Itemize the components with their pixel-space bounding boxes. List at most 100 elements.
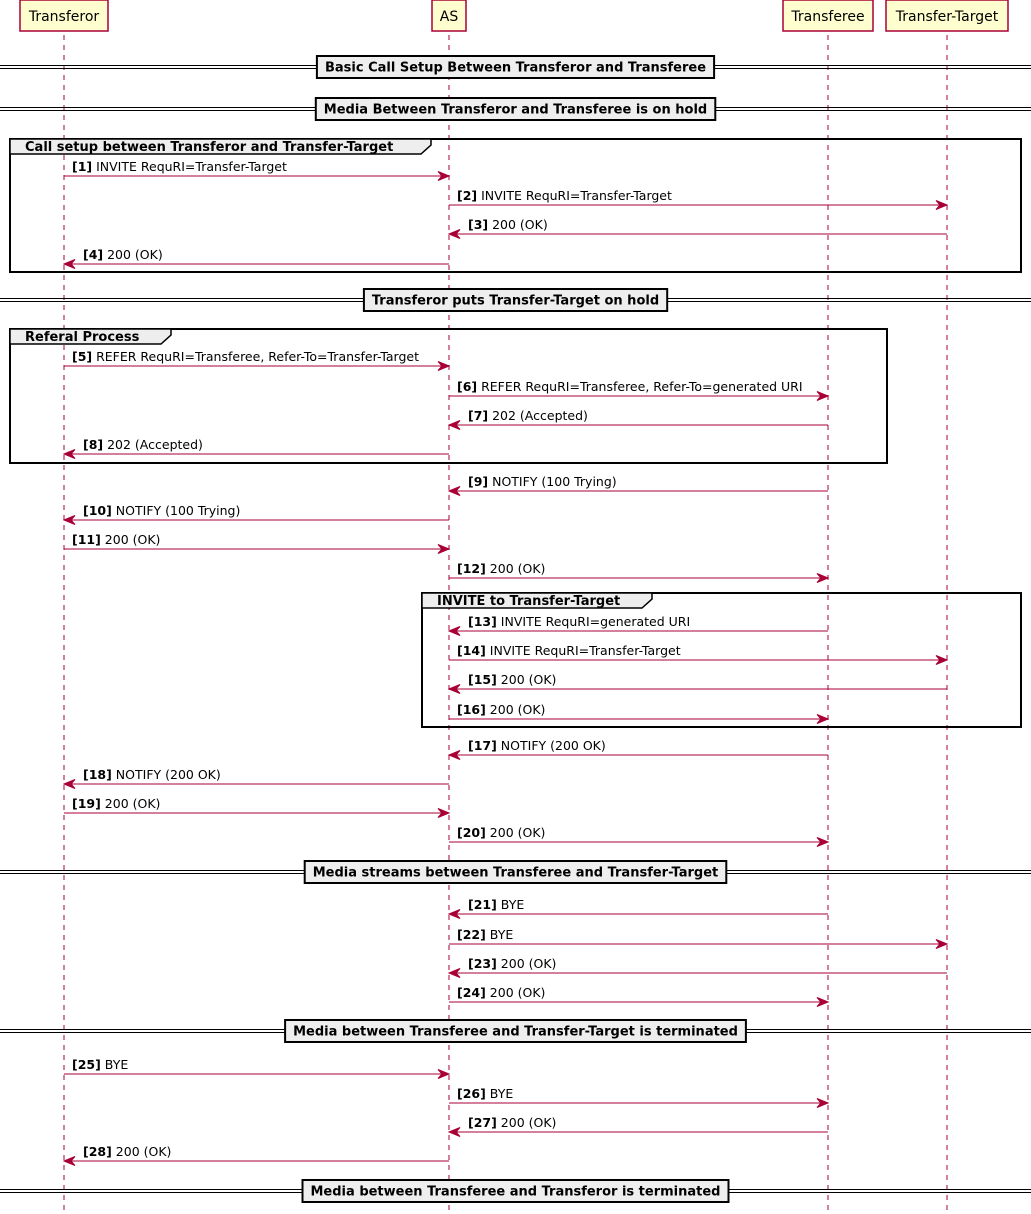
message-text: 200 (OK)	[486, 985, 546, 1000]
arrow-head	[62, 449, 76, 459]
participant-target: Transfer-Target	[885, 0, 1009, 32]
message-number: [6]	[457, 379, 477, 394]
message-label: [11] 200 (OK)	[72, 532, 160, 547]
participant-box	[782, 0, 874, 32]
message-arrow: [4] 200 (OK)	[62, 247, 449, 269]
arrow-head	[62, 779, 76, 789]
group-tab	[9, 328, 172, 345]
arrow-head	[447, 420, 461, 430]
message-number: [1]	[72, 159, 92, 174]
divider-box	[362, 288, 669, 312]
message-label: [19] 200 (OK)	[72, 796, 160, 811]
message-number: [15]	[468, 672, 497, 687]
message-label: [26] BYE	[457, 1086, 513, 1101]
message-number: [18]	[83, 767, 112, 782]
message-label: [10] NOTIFY (100 Trying)	[83, 503, 240, 518]
divider-box	[315, 55, 716, 79]
group-label: INVITE to Transfer-Target	[437, 594, 620, 609]
divider-label: Media Between Transferor and Transferee …	[324, 103, 707, 118]
message-label: [23] 200 (OK)	[468, 956, 556, 971]
message-number: [14]	[457, 643, 486, 658]
arrow-head	[447, 486, 461, 496]
message-number: [19]	[72, 796, 101, 811]
message-label: [21] BYE	[468, 897, 524, 912]
message-number: [2]	[457, 188, 477, 203]
message-arrow: [11] 200 (OK)	[64, 532, 451, 554]
message-text: BYE	[497, 897, 525, 912]
message-label: [16] 200 (OK)	[457, 702, 545, 717]
divider-label: Media streams between Transferee and Tra…	[313, 866, 719, 881]
message-text: BYE	[101, 1057, 129, 1072]
participant-box	[431, 0, 467, 32]
arrow-head	[816, 391, 830, 401]
arrow-head	[447, 626, 461, 636]
message-text: 200 (OK)	[101, 796, 161, 811]
message-text: NOTIFY (200 OK)	[497, 738, 606, 753]
divider-label: Transferor puts Transfer-Target on hold	[372, 294, 659, 309]
message-text: 200 (OK)	[112, 1144, 172, 1159]
message-arrow: [23] 200 (OK)	[447, 956, 947, 978]
message-text: 200 (OK)	[497, 1115, 557, 1130]
arrow-head	[935, 655, 949, 665]
message-label: [18] NOTIFY (200 OK)	[83, 767, 221, 782]
arrow-head	[935, 200, 949, 210]
participant-label: Transferee	[790, 9, 864, 25]
message-label: [20] 200 (OK)	[457, 825, 545, 840]
message-number: [20]	[457, 825, 486, 840]
message-text: INVITE RequRI=generated URI	[497, 614, 690, 629]
group-label: Call setup between Transferor and Transf…	[25, 140, 393, 155]
message-arrow: [3] 200 (OK)	[447, 217, 947, 239]
message-arrow: [17] NOTIFY (200 OK)	[447, 738, 828, 760]
message-number: [28]	[83, 1144, 112, 1159]
participant-as: AS	[431, 0, 467, 32]
message-arrow: [28] 200 (OK)	[62, 1144, 449, 1166]
message-label: [9] NOTIFY (100 Trying)	[468, 474, 617, 489]
message-text: BYE	[486, 927, 514, 942]
message-label: [2] INVITE RequRI=Transfer-Target	[457, 188, 672, 203]
arrow-head	[437, 808, 451, 818]
message-text: 200 (OK)	[488, 217, 548, 232]
message-arrow: [2] INVITE RequRI=Transfer-Target	[449, 188, 949, 210]
message-arrow: [14] INVITE RequRI=Transfer-Target	[449, 643, 949, 665]
message-number: [24]	[457, 985, 486, 1000]
message-text: REFER RequRI=Transferee, Refer-To=genera…	[477, 379, 802, 394]
message-number: [8]	[83, 437, 103, 452]
message-number: [5]	[72, 349, 92, 364]
message-arrow: [15] 200 (OK)	[447, 672, 947, 694]
arrow-head	[816, 714, 830, 724]
arrow-head	[447, 229, 461, 239]
message-label: [28] 200 (OK)	[83, 1144, 171, 1159]
message-number: [25]	[72, 1057, 101, 1072]
message-arrow: [5] REFER RequRI=Transferee, Refer-To=Tr…	[64, 349, 451, 371]
group-label: Referal Process	[25, 330, 140, 345]
arrow-head	[437, 361, 451, 371]
message-arrow: [20] 200 (OK)	[449, 825, 830, 847]
arrow-head	[437, 544, 451, 554]
group-border	[9, 138, 1022, 273]
arrow-head	[816, 1098, 830, 1108]
divider-box	[301, 1179, 730, 1203]
arrow-head	[816, 573, 830, 583]
message-number: [4]	[83, 247, 103, 262]
message-label: [8] 202 (Accepted)	[83, 437, 203, 452]
arrow-head	[437, 171, 451, 181]
message-text: NOTIFY (100 Trying)	[488, 474, 617, 489]
divider-box	[284, 1019, 747, 1043]
message-label: [15] 200 (OK)	[468, 672, 556, 687]
message-number: [21]	[468, 897, 497, 912]
message-arrow: [25] BYE	[64, 1057, 451, 1079]
message-number: [13]	[468, 614, 497, 629]
arrow-head	[935, 939, 949, 949]
message-arrow: [9] NOTIFY (100 Trying)	[447, 474, 828, 496]
participant-transferor: Transferor	[19, 0, 109, 32]
message-arrow: [27] 200 (OK)	[447, 1115, 828, 1137]
arrow-head	[447, 750, 461, 760]
arrow-head	[447, 684, 461, 694]
arrow-head	[62, 515, 76, 525]
section-divider: Media Between Transferor and Transferee …	[0, 97, 1031, 121]
message-arrow: [7] 202 (Accepted)	[447, 408, 828, 430]
message-label: [24] 200 (OK)	[457, 985, 545, 1000]
group-frame-1: Call setup between Transferor and Transf…	[9, 138, 1022, 273]
participant-transferee: Transferee	[782, 0, 874, 32]
divider-label: Media between Transferee and Transferor …	[311, 1185, 721, 1200]
